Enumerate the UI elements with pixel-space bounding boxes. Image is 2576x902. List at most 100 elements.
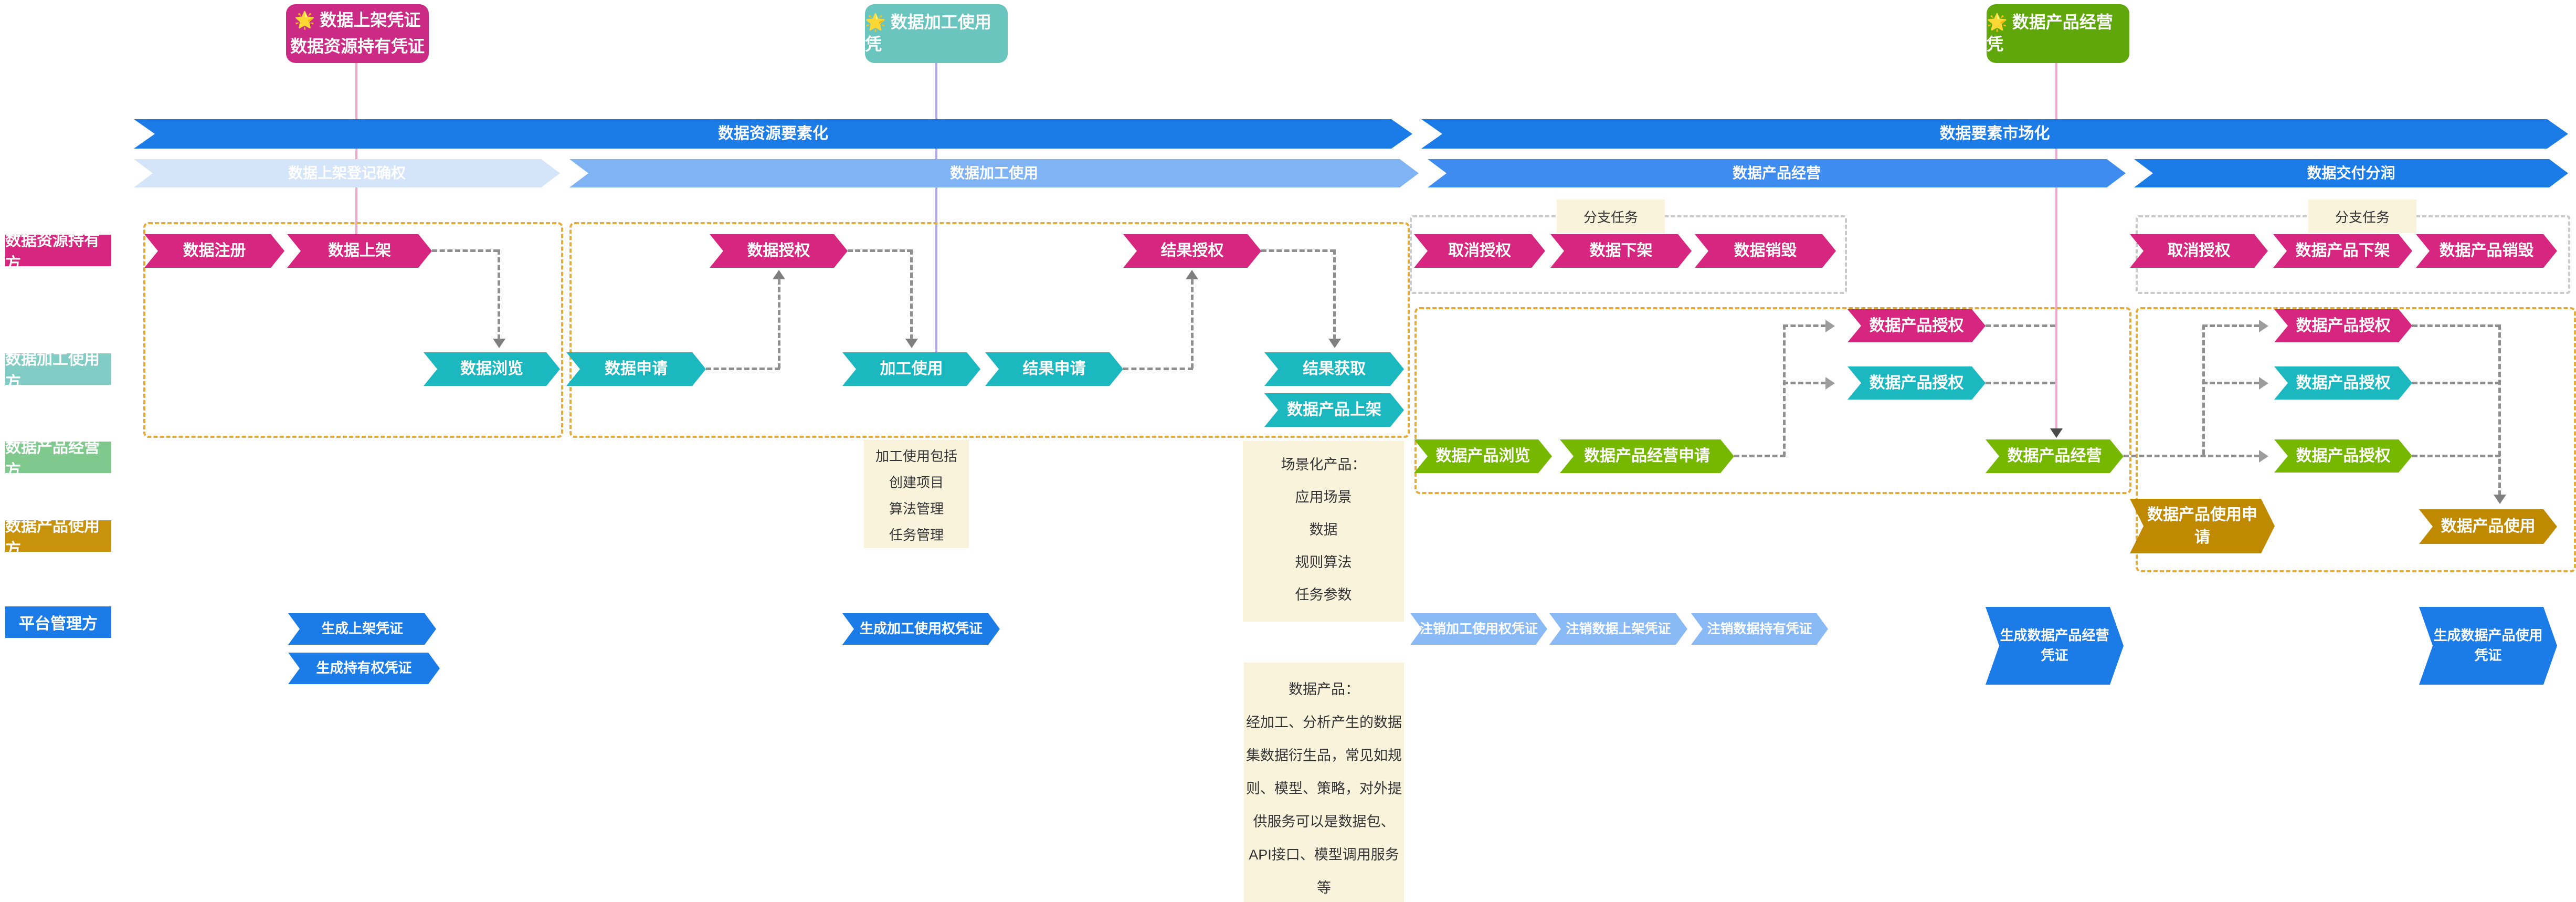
connector-line	[848, 249, 912, 252]
subbanner-product-operation[interactable]: 数据产品经营	[1428, 159, 2126, 187]
node-cancel-authorize-right[interactable]: 取消授权	[2130, 234, 2268, 268]
role-data-resource-holder[interactable]: 数据资源持有方	[5, 232, 111, 272]
node-data-authorize[interactable]: 数据授权	[710, 234, 848, 268]
arrowhead-down-icon	[905, 339, 918, 348]
stem-pink-right	[2055, 63, 2057, 431]
node-gen-shelf-credential[interactable]: 生成上架凭证	[288, 613, 436, 645]
node-revoke-process-credential[interactable]: 注销加工使用权凭证	[1410, 613, 1547, 645]
connector-line	[1191, 279, 1194, 369]
badge-product-operate-credential[interactable]: 🌟 数据产品经营凭	[1987, 4, 2129, 63]
connector-line	[706, 368, 780, 370]
group-delivery	[2136, 307, 2576, 572]
subbanner-data-process-use[interactable]: 数据加工使用	[569, 159, 1419, 187]
note-data-product: 数据产品： 经加工、分析产生的数据 集数据衍生品，常见如规 则、模型、策略，对外…	[1244, 663, 1404, 902]
node-product-authorize-right-operator[interactable]: 数据产品授权	[2274, 439, 2412, 473]
badge-line: 数据加工使用凭	[865, 13, 991, 54]
note-process-includes: 加工使用包括 创建项目 算法管理 任务管理	[864, 440, 969, 548]
node-product-use-apply[interactable]: 数据产品使用申 请	[2130, 499, 2275, 553]
connector-line	[1123, 368, 1193, 370]
node-product-authorize-mid-holder[interactable]: 数据产品授权	[1847, 309, 1986, 342]
note-branch-task-right: 分支任务	[2308, 200, 2416, 233]
node-product-offshelf[interactable]: 数据产品下架	[2273, 234, 2412, 268]
node-product-authorize-right-holder[interactable]: 数据产品授权	[2274, 309, 2412, 342]
connector-line	[432, 249, 499, 252]
stem-lavender	[935, 63, 937, 352]
stem-pink-left	[355, 63, 357, 234]
connector-line	[2202, 324, 2205, 455]
arrowhead-up-icon	[773, 270, 785, 279]
subbanner-shelf-registration[interactable]: 数据上架登记确权	[134, 159, 560, 187]
star-icon: 🌟	[865, 13, 886, 32]
node-revoke-shelf-credential[interactable]: 注销数据上架凭证	[1549, 613, 1687, 645]
arrowhead-right-icon	[2259, 377, 2268, 390]
node-product-operate[interactable]: 数据产品经营	[1986, 439, 2124, 473]
node-product-authorize-mid-user[interactable]: 数据产品授权	[1847, 366, 1986, 400]
role-platform-manager[interactable]: 平台管理方	[5, 606, 111, 638]
connector-line	[1261, 249, 1335, 252]
note-branch-task-left: 分支任务	[1557, 200, 1665, 233]
node-gen-hold-credential[interactable]: 生成持有权凭证	[288, 653, 440, 684]
node-data-shelf[interactable]: 数据上架	[287, 234, 432, 268]
connector-line	[2498, 324, 2501, 496]
badge-line: 数据上架凭证	[320, 11, 421, 30]
badge-line: 数据产品经营凭	[1987, 13, 2113, 54]
badge-line: 数据资源持有凭证	[290, 37, 425, 56]
node-revoke-hold-credential[interactable]: 注销数据持有凭证	[1691, 613, 1828, 645]
connector-line	[778, 279, 780, 369]
arrowhead-up-icon	[1186, 270, 1198, 279]
role-product-operator[interactable]: 数据产品经营方	[5, 439, 111, 479]
banner-data-element-marketization[interactable]: 数据要素市场化	[1421, 119, 2568, 149]
arrowhead-right-icon	[1825, 320, 1835, 332]
arrowhead-down-icon	[2050, 428, 2063, 438]
node-gen-product-operate-credential[interactable]: 生成数据产品经营 凭证	[1986, 607, 2124, 685]
connector-line	[2412, 382, 2500, 384]
node-gen-process-credential[interactable]: 生成加工使用权凭证	[842, 613, 1000, 645]
node-data-register[interactable]: 数据注册	[144, 234, 284, 268]
arrowhead-down-icon	[493, 339, 505, 348]
node-cancel-authorize-left[interactable]: 取消授权	[1414, 234, 1545, 268]
arrowhead-down-icon	[1328, 339, 1341, 348]
connector-line	[1734, 455, 1785, 457]
connector-line	[1783, 324, 1786, 457]
node-process-use[interactable]: 加工使用	[842, 352, 980, 386]
connector-line	[1783, 324, 1826, 327]
role-product-user[interactable]: 数据产品使用方	[5, 518, 111, 558]
badge-data-shelf-credential[interactable]: 🌟 数据上架凭证 数据资源持有凭证	[286, 4, 429, 63]
connector-line	[2124, 455, 2260, 457]
connector-line	[2202, 324, 2259, 327]
star-icon: 🌟	[294, 11, 315, 30]
node-result-authorize[interactable]: 结果授权	[1123, 234, 1261, 268]
node-product-operate-apply[interactable]: 数据产品经营申请	[1560, 439, 1734, 473]
role-data-process-user[interactable]: 数据加工使用方	[5, 351, 111, 391]
connector-line	[1986, 382, 2055, 384]
connector-line	[2412, 455, 2500, 457]
group-product-operation	[1414, 307, 2131, 494]
banner-data-resource-elementization[interactable]: 数据资源要素化	[134, 119, 1412, 149]
node-gen-product-use-credential[interactable]: 生成数据产品使用 凭证	[2419, 607, 2557, 685]
arrowhead-right-icon	[2259, 320, 2268, 332]
node-data-apply[interactable]: 数据申请	[566, 352, 706, 386]
node-product-authorize-right-user[interactable]: 数据产品授权	[2274, 366, 2412, 400]
arrowhead-right-icon	[1825, 377, 1835, 390]
connector-line	[1986, 324, 2055, 327]
node-result-get[interactable]: 结果获取	[1264, 352, 1404, 386]
connector-line	[2412, 324, 2500, 327]
node-product-destroy[interactable]: 数据产品销毁	[2416, 234, 2557, 268]
node-data-offshelf[interactable]: 数据下架	[1550, 234, 1692, 268]
node-product-use[interactable]: 数据产品使用	[2419, 509, 2557, 544]
node-result-apply[interactable]: 结果申请	[985, 352, 1123, 386]
badge-data-process-credential[interactable]: 🌟 数据加工使用凭	[865, 4, 1008, 63]
star-icon: 🌟	[1987, 13, 2008, 32]
subbanner-delivery-profit[interactable]: 数据交付分润	[2134, 159, 2568, 187]
connector-line	[498, 249, 500, 340]
arrowhead-right-icon	[2259, 450, 2268, 463]
node-product-browse[interactable]: 数据产品浏览	[1414, 439, 1552, 473]
node-data-browse[interactable]: 数据浏览	[424, 352, 560, 386]
group-process-use	[569, 222, 1410, 438]
note-scene-product: 场景化产品： 应用场景 数据 规则算法 任务参数	[1243, 441, 1404, 622]
node-data-destroy[interactable]: 数据销毁	[1695, 234, 1836, 268]
node-product-shelf[interactable]: 数据产品上架	[1264, 393, 1404, 427]
connector-line	[1783, 382, 1826, 384]
connector-line	[910, 249, 913, 340]
